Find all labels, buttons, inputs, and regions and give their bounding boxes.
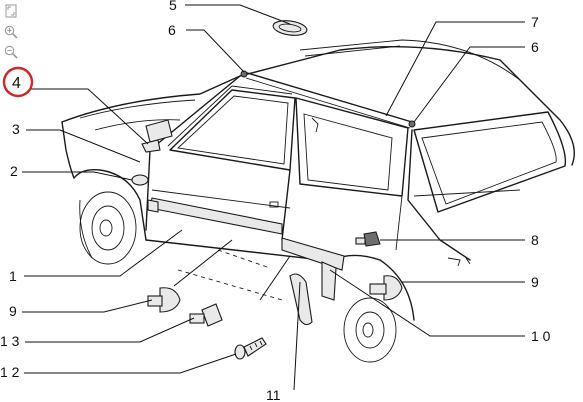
part-2-side-repeater <box>131 174 149 186</box>
parts-shapes <box>131 20 416 360</box>
callout-3: 3 <box>12 121 20 137</box>
zoom-out-icon[interactable] <box>3 44 19 60</box>
part-1-side-molding <box>149 197 283 235</box>
part-5-roof-lamp <box>272 20 308 36</box>
callout-10: 1 0 <box>531 328 551 344</box>
callout-12: 1 2 <box>0 364 20 380</box>
callout-7: 7 <box>531 14 539 30</box>
part-12-screw <box>234 337 267 360</box>
part-11-arch-trim <box>289 273 313 326</box>
callout-8: 8 <box>531 232 539 248</box>
callout-2: 2 <box>10 163 18 179</box>
car-body-drawing <box>61 39 575 363</box>
part-10-rear-molding <box>281 237 345 271</box>
part-4-mirror <box>145 119 173 143</box>
part-9-rivet-right <box>369 275 403 301</box>
callout-6-right: 6 <box>531 39 539 55</box>
callout-5: 5 <box>169 0 177 13</box>
part-8-clip <box>355 231 381 247</box>
part-6-clip-rear <box>408 120 416 128</box>
callout-11: 11 <box>266 387 281 402</box>
callout-1: 1 <box>9 268 17 284</box>
part-6-clip-front <box>240 70 248 78</box>
fit-screen-icon[interactable] <box>3 3 19 19</box>
callout-9-left: 9 <box>9 303 17 319</box>
callout-6-left: 6 <box>168 22 176 38</box>
callout-13: 1 3 <box>0 333 20 349</box>
part-9-rivet-left <box>147 287 181 313</box>
callout-4-highlight-ring <box>2 66 34 98</box>
callout-9-right: 9 <box>531 274 539 290</box>
zoom-in-icon[interactable] <box>3 24 19 40</box>
leader-lines <box>22 4 525 391</box>
callout-4[interactable]: 4 <box>12 75 21 92</box>
part-13-rivet <box>189 303 223 327</box>
